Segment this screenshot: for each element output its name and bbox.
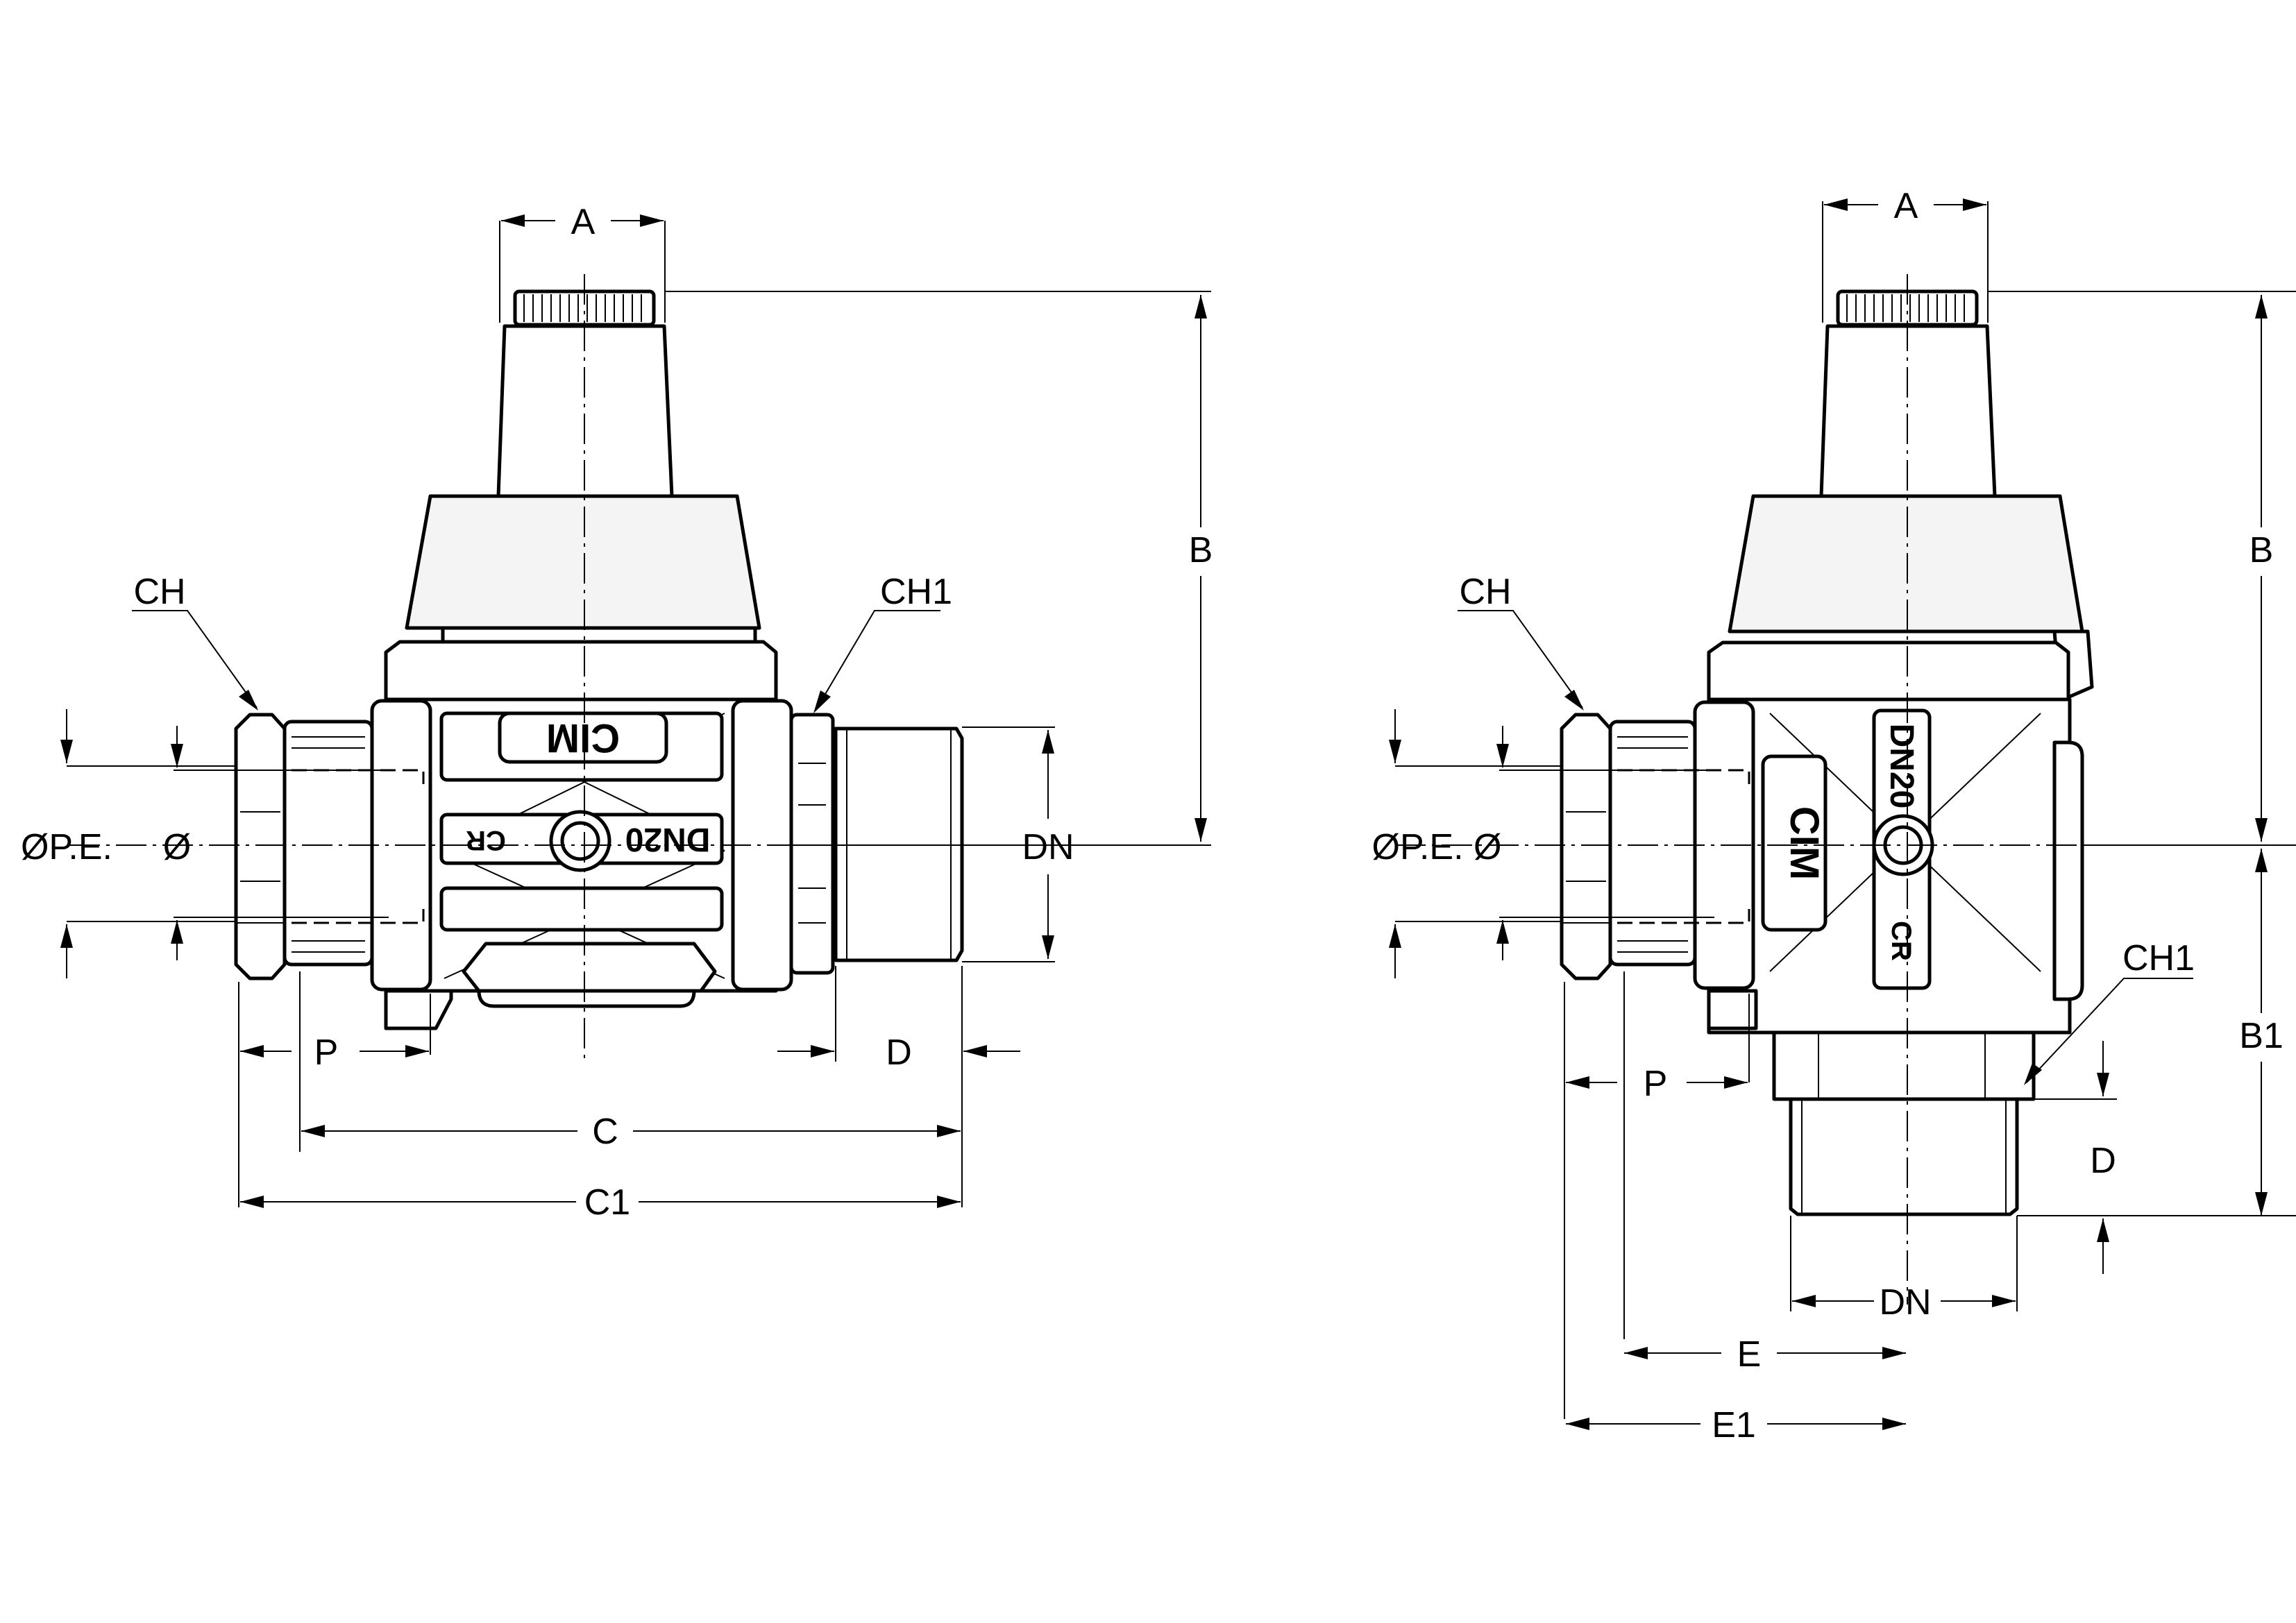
side-cover [1728, 494, 2084, 634]
front-low-plate [439, 886, 724, 932]
side-dim-e: E [1737, 1334, 1762, 1375]
front-cover [405, 494, 761, 630]
side-union-tail [1608, 720, 1697, 967]
side-brand-plate [1761, 754, 1827, 932]
front-dim-a: A [571, 202, 596, 242]
front-brand-text: CIM [546, 715, 620, 760]
front-union-nut [234, 713, 287, 980]
front-body [384, 640, 778, 703]
side-brand-text: CIM [1782, 806, 1827, 880]
front-brand-plate [498, 711, 668, 764]
front-view: CIM DN20 CR A B DN [21, 202, 1213, 1223]
side-dim-ch: CH [1459, 572, 1511, 612]
side-dim-d: D [2090, 1141, 2116, 1181]
front-gauge-port [549, 810, 611, 872]
side-dim-dn: DN [1879, 1282, 1931, 1323]
side-dim-e1: E1 [1712, 1405, 1756, 1445]
front-dim-ope: ØP.E. [21, 827, 112, 867]
side-bottom-thread [1789, 1097, 2019, 1216]
side-right-boss [2052, 740, 2084, 1001]
front-dim-d: D [886, 1033, 912, 1073]
side-union-nut [1560, 713, 1612, 980]
front-dim-p: P [314, 1033, 339, 1073]
side-dim-ch1: CH1 [2122, 938, 2195, 978]
front-dim-c1: C1 [584, 1182, 630, 1223]
front-foot [384, 989, 453, 1030]
side-view: CIM DN20 CR A B B1 [1372, 186, 2296, 1445]
front-right-nut [789, 713, 835, 975]
side-dim-p: P [1644, 1064, 1668, 1104]
front-bottom-plug [462, 942, 717, 993]
side-body [1707, 640, 2070, 703]
side-dim-b: B [2249, 530, 2274, 570]
side-dim-a: A [1894, 186, 1918, 226]
front-logo-text: CR [466, 825, 506, 856]
front-dim-o: Ø [163, 827, 191, 867]
front-dim-b: B [1189, 530, 1213, 570]
front-dim-ch: CH [133, 572, 185, 612]
side-bottom-nut [1772, 1030, 2036, 1101]
side-size-text: DN20 [1883, 724, 1920, 809]
side-dim-b1: B1 [2239, 1016, 2284, 1056]
front-dim-dn: DN [1022, 827, 1074, 867]
front-union-tail [282, 720, 374, 967]
side-logo-text: CR [1886, 921, 1916, 961]
side-dim-ope: ØP.E. Ø [1372, 827, 1502, 867]
front-dim-c: C [592, 1112, 618, 1152]
front-dim-ch1: CH1 [880, 572, 952, 612]
front-size-text: DN20 [625, 821, 711, 858]
